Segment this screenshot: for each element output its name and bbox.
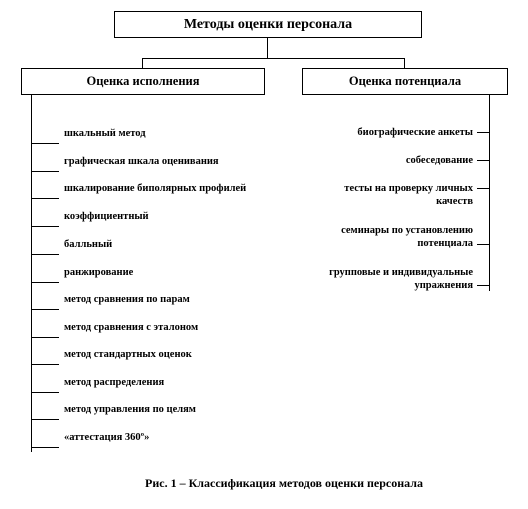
right-branch-node: Оценка потенциала [302,68,508,95]
left-item: коэффициентный [64,211,149,222]
left-item-connector [31,364,59,365]
right-spine [489,95,490,291]
root-title: Методы оценки персонала [183,16,353,32]
figure-caption: Рис. 1 – Классификация методов оценки пе… [145,476,423,490]
left-branch-connector [142,58,143,68]
right-item-connector [477,285,490,286]
left-branch-title: Оценка исполнения [86,74,200,88]
left-item: метод распределения [64,377,165,388]
right-branch-connector [404,58,405,68]
root-connector [267,38,268,59]
root-node: Методы оценки персонала [114,11,422,38]
left-item: метод сравнения по парам [64,294,190,305]
left-item-connector [31,337,59,338]
right-item-connector [477,188,490,189]
branch-horizontal-connector [142,58,404,59]
left-item-connector [31,447,59,448]
left-item-connector [31,254,59,255]
right-item: тесты на проверку личных качеств [344,183,473,207]
right-item: биографические анкеты [357,127,473,138]
left-item: «аттестация 360º» [64,432,150,443]
left-item-connector [31,171,59,172]
left-branch-node: Оценка исполнения [21,68,265,95]
right-item-connector [477,244,490,245]
right-item: групповые и индивидуальные упражнения [329,267,473,291]
left-item-connector [31,419,59,420]
left-item-connector [31,226,59,227]
right-item-connector [477,132,490,133]
left-item-connector [31,198,59,199]
left-item: графическая шкала оценивания [64,156,219,167]
left-item-connector [31,392,59,393]
left-item: метод сравнения с эталоном [64,322,199,333]
left-item: ранжирование [64,267,134,278]
left-spine [31,95,32,452]
right-branch-title: Оценка потенциала [348,74,462,88]
left-item: шкалирование биполярных профилей [64,183,247,194]
left-item: шкальный метод [64,128,146,139]
right-item-connector [477,160,490,161]
left-item: метод стандартных оценок [64,349,192,360]
left-item: метод управления по целям [64,404,196,415]
left-item: балльный [64,239,113,250]
right-item: семинары по установлению потенциала [341,225,473,249]
left-item-connector [31,309,59,310]
right-item: собеседование [405,155,473,166]
left-item-connector [31,143,59,144]
left-item-connector [31,282,59,283]
